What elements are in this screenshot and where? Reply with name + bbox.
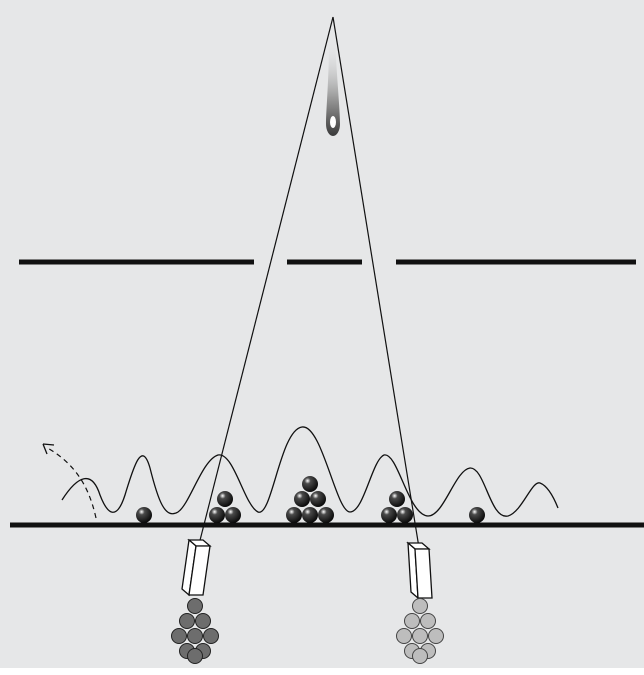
cluster-sphere xyxy=(413,649,428,664)
cluster-sphere xyxy=(413,629,428,644)
sphere xyxy=(381,507,397,523)
cluster-sphere xyxy=(429,629,444,644)
cluster-sphere xyxy=(196,614,211,629)
sphere xyxy=(469,507,485,523)
cluster-sphere xyxy=(172,629,187,644)
detector-box-icon xyxy=(408,543,432,598)
cluster-sphere xyxy=(188,599,203,614)
sphere xyxy=(302,507,318,523)
sphere xyxy=(294,491,310,507)
cluster-sphere xyxy=(413,599,428,614)
sphere xyxy=(217,491,233,507)
cluster-sphere xyxy=(405,614,420,629)
sphere xyxy=(389,491,405,507)
bottom-margin xyxy=(0,668,644,675)
sphere xyxy=(286,507,302,523)
sphere xyxy=(302,476,318,492)
sphere xyxy=(397,507,413,523)
cluster-sphere xyxy=(180,614,195,629)
cluster-sphere xyxy=(188,629,203,644)
sphere xyxy=(136,507,152,523)
cluster-sphere xyxy=(204,629,219,644)
cluster-sphere xyxy=(397,629,412,644)
cluster-sphere xyxy=(421,614,436,629)
sphere xyxy=(318,507,334,523)
sphere xyxy=(209,507,225,523)
cluster-sphere xyxy=(188,649,203,664)
sphere xyxy=(310,491,326,507)
sphere xyxy=(225,507,241,523)
